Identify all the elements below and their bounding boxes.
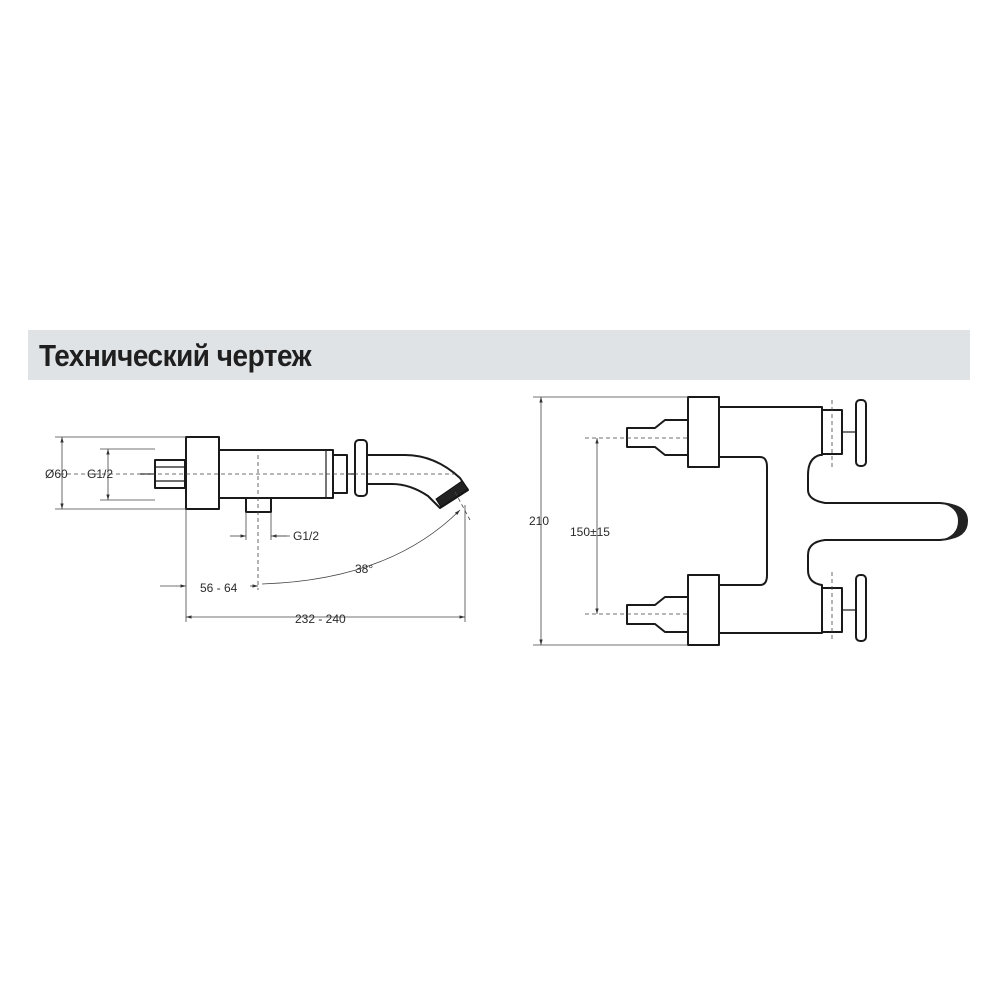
header-bar: Технический чертеж — [28, 330, 970, 380]
side-handle-lever — [354, 439, 368, 497]
dim-diameter: Ø60 — [45, 467, 68, 481]
side-spout — [367, 454, 469, 509]
top-upper-flange — [687, 396, 720, 468]
side-view: Ø60 G1/2 G1/2 38° 56 - 64 232 - 240 — [45, 436, 471, 626]
dim-spacing: 150±15 — [570, 525, 610, 539]
side-bottom-outlet — [245, 497, 272, 513]
top-lower-handle-lever — [855, 574, 867, 642]
dim-height: 210 — [529, 514, 549, 528]
side-wall-flange — [185, 436, 220, 510]
dim-angle: 38° — [355, 562, 373, 576]
page-title: Технический чертеж — [39, 338, 312, 373]
top-upper-inlet — [626, 419, 689, 456]
dim-offset: 56 - 64 — [200, 581, 238, 595]
dim-inlet-thread: G1/2 — [87, 467, 113, 481]
dim-length: 232 - 240 — [295, 612, 346, 626]
top-lower-flange — [687, 574, 720, 646]
dim-outlet-thread: G1/2 — [293, 529, 319, 543]
top-lower-inlet — [626, 596, 689, 633]
top-upper-handle-lever — [855, 399, 867, 467]
top-view: 210 150±15 — [529, 396, 968, 646]
